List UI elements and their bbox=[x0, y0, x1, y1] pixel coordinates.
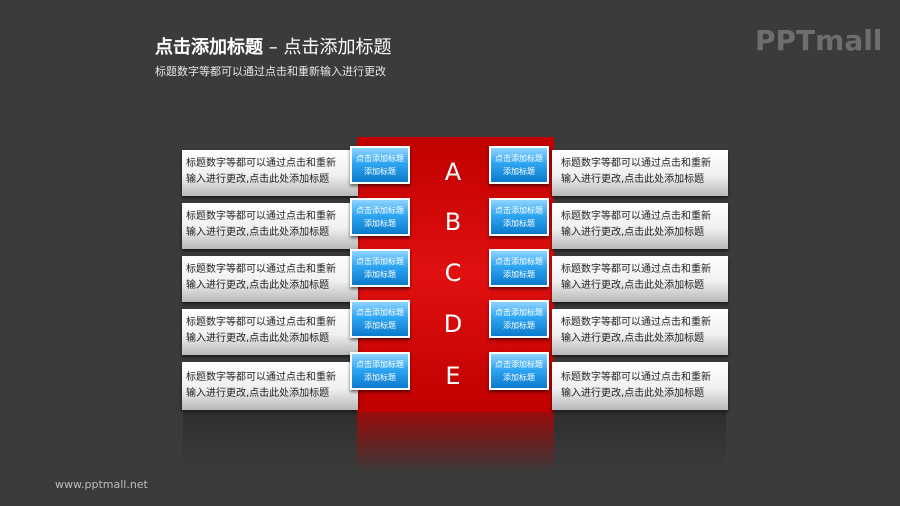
right-text-c: 标题数字等都可以通过点击和重新输入进行更改,点击此处添加标题 bbox=[561, 264, 711, 291]
left-tag-b[interactable]: 点击添加标题添加标题 bbox=[350, 198, 410, 236]
left-tag-c[interactable]: 点击添加标题添加标题 bbox=[350, 249, 410, 287]
right-text-card-e[interactable]: 标题数字等都可以通过点击和重新输入进行更改,点击此处添加标题 bbox=[552, 362, 728, 410]
left-text-card-e[interactable]: 标题数字等都可以通过点击和重新输入进行更改,点击此处添加标题 bbox=[182, 362, 358, 410]
left-text-card-a[interactable]: 标题数字等都可以通过点击和重新输入进行更改,点击此处添加标题 bbox=[182, 150, 358, 196]
right-text-d: 标题数字等都可以通过点击和重新输入进行更改,点击此处添加标题 bbox=[561, 317, 711, 344]
right-tag-c[interactable]: 点击添加标题添加标题 bbox=[489, 249, 549, 287]
left-text-c: 标题数字等都可以通过点击和重新输入进行更改,点击此处添加标题 bbox=[186, 264, 336, 291]
title-main: 点击添加标题 bbox=[155, 37, 263, 58]
website-link[interactable]: www.pptmall.net bbox=[55, 478, 148, 491]
left-text-card-b[interactable]: 标题数字等都可以通过点击和重新输入进行更改,点击此处添加标题 bbox=[182, 203, 358, 249]
left-tag-a[interactable]: 点击添加标题添加标题 bbox=[350, 146, 410, 184]
left-tag-d[interactable]: 点击添加标题添加标题 bbox=[350, 300, 410, 338]
left-text-card-c[interactable]: 标题数字等都可以通过点击和重新输入进行更改,点击此处添加标题 bbox=[182, 256, 358, 302]
letter-b: B bbox=[444, 208, 462, 236]
red-bar-reflection bbox=[357, 412, 554, 472]
title-separator: – bbox=[263, 37, 284, 58]
left-text-e: 标题数字等都可以通过点击和重新输入进行更改,点击此处添加标题 bbox=[186, 372, 336, 399]
left-text-d: 标题数字等都可以通过点击和重新输入进行更改,点击此处添加标题 bbox=[186, 317, 336, 344]
right-text-a: 标题数字等都可以通过点击和重新输入进行更改,点击此处添加标题 bbox=[561, 158, 711, 185]
right-tag-a[interactable]: 点击添加标题添加标题 bbox=[489, 146, 549, 184]
letter-a: A bbox=[444, 158, 462, 186]
left-text-a: 标题数字等都可以通过点击和重新输入进行更改,点击此处添加标题 bbox=[186, 158, 336, 185]
right-text-card-a[interactable]: 标题数字等都可以通过点击和重新输入进行更改,点击此处添加标题 bbox=[552, 150, 728, 196]
brand-logo: PPTmall bbox=[755, 24, 883, 57]
right-text-card-c[interactable]: 标题数字等都可以通过点击和重新输入进行更改,点击此处添加标题 bbox=[552, 256, 728, 302]
page-subtitle: 标题数字等都可以通过点击和重新输入进行更改 bbox=[155, 65, 386, 78]
right-text-card-b[interactable]: 标题数字等都可以通过点击和重新输入进行更改,点击此处添加标题 bbox=[552, 203, 728, 249]
right-tag-d[interactable]: 点击添加标题添加标题 bbox=[489, 300, 549, 338]
letter-c: C bbox=[444, 259, 462, 287]
right-text-e: 标题数字等都可以通过点击和重新输入进行更改,点击此处添加标题 bbox=[561, 372, 711, 399]
left-text-card-d[interactable]: 标题数字等都可以通过点击和重新输入进行更改,点击此处添加标题 bbox=[182, 309, 358, 355]
letter-e: E bbox=[445, 362, 461, 390]
page-title: 点击添加标题 – 点击添加标题 bbox=[155, 33, 391, 59]
right-tag-b[interactable]: 点击添加标题添加标题 bbox=[489, 198, 549, 236]
right-text-card-d[interactable]: 标题数字等都可以通过点击和重新输入进行更改,点击此处添加标题 bbox=[552, 309, 728, 355]
right-tag-e[interactable]: 点击添加标题添加标题 bbox=[489, 352, 549, 390]
letter-d: D bbox=[443, 310, 463, 338]
left-text-b: 标题数字等都可以通过点击和重新输入进行更改,点击此处添加标题 bbox=[186, 211, 336, 238]
title-sub: 点击添加标题 bbox=[283, 37, 392, 58]
left-tag-e[interactable]: 点击添加标题添加标题 bbox=[350, 352, 410, 390]
right-text-b: 标题数字等都可以通过点击和重新输入进行更改,点击此处添加标题 bbox=[561, 211, 711, 238]
